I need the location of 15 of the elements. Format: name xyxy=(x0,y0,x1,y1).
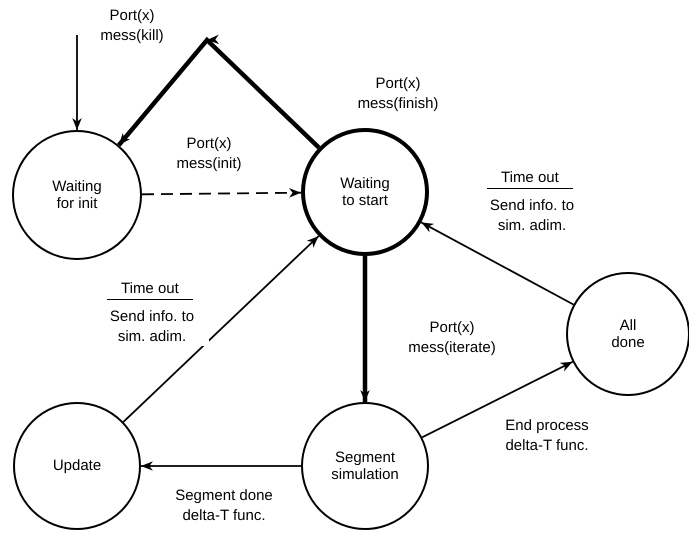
transition-arrow xyxy=(142,188,301,198)
state-name: Update xyxy=(52,457,102,475)
state-name: All done xyxy=(610,316,646,352)
transition-arrow xyxy=(141,461,301,471)
state-name: Waiting for init xyxy=(52,178,102,212)
condition-label: Time out xyxy=(107,279,193,300)
transition-arrow xyxy=(72,35,82,130)
transition-arrow xyxy=(420,222,574,306)
state-name: Segment simulation xyxy=(330,448,400,484)
transition-arrow xyxy=(122,235,320,423)
transition-arrow xyxy=(117,34,320,150)
transition-arrow xyxy=(422,361,573,438)
condition-label: Time out xyxy=(487,168,573,188)
transition-arrow xyxy=(360,256,370,402)
state-name: Waiting to start xyxy=(340,174,390,210)
